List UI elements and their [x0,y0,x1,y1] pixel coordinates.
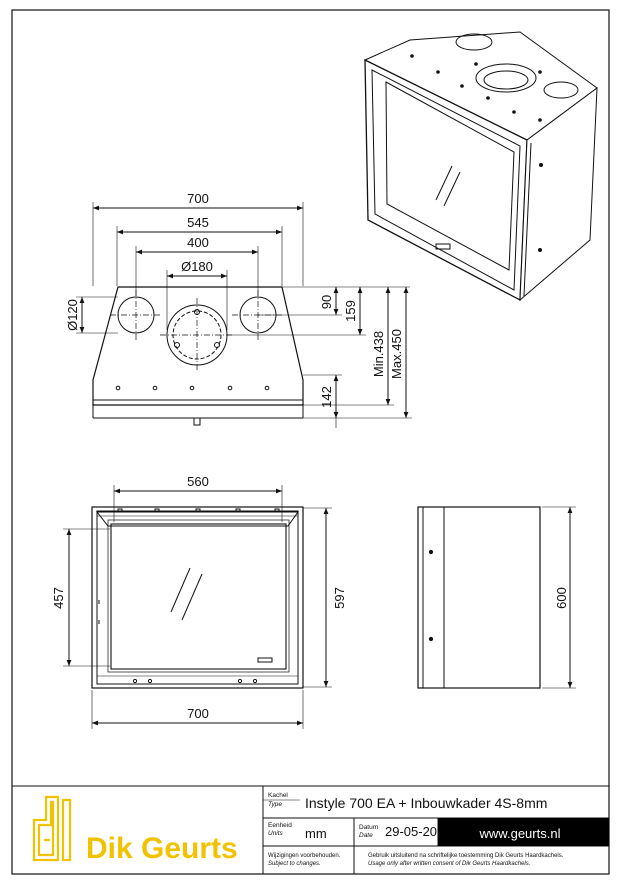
units-label: Eenheid [268,822,292,829]
dim-flue-spacing: 400 [187,235,209,250]
type-label-en: Type [268,801,282,808]
dim-depth-front: 90 [319,295,334,309]
dim-side-diameter: Ø120 [65,299,80,331]
brand-logo [32,795,72,862]
dim-depth-min: Min.438 [371,331,386,377]
sheet-border [11,9,610,875]
units-label-en: Units [268,830,284,837]
units-value: mm [305,826,327,841]
dim-glass-width: 560 [187,474,209,489]
dim-side-height: 600 [554,587,569,609]
website-link[interactable]: www.geurts.nl [479,826,561,841]
website-background [438,818,609,846]
type-value: Instyle 700 EA + Inbouwkader 4S-8mm [305,795,547,811]
changes-note-nl: Wijzigingen voorbehouden. [268,853,341,859]
dim-overall-width: 700 [187,191,209,206]
consent-note-en: Usage only after written consent of Dik … [368,861,530,867]
date-label: Datum [359,824,378,831]
changes-note-en: Subject to changes. [268,861,321,867]
dim-depth-max: Max.450 [389,329,404,379]
dim-bottom-depth: 142 [319,386,334,408]
brand-name: Dik Geurts [86,832,238,865]
top-view [76,202,412,428]
dim-front-width: 700 [187,706,209,721]
dim-depth-center: 159 [343,300,358,322]
date-label-en: Date [359,832,373,839]
dim-center-diameter: Ø180 [181,259,213,274]
consent-note-nl: Gebruik uitsluitend na schriftelijke toe… [368,853,564,859]
isometric-view [363,31,598,302]
dim-glass-height: 457 [51,587,66,609]
dim-front-height: 597 [332,587,347,609]
type-label: Kachel [268,792,288,799]
dim-frame-width: 545 [187,215,209,230]
side-view [417,506,576,689]
date-value: 29-05-20 [385,824,437,839]
front-view [63,485,332,729]
